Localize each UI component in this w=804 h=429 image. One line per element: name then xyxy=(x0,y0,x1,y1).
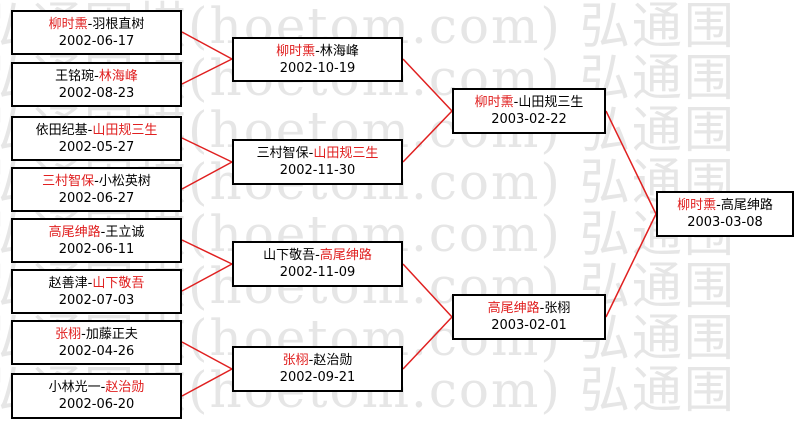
match-box: 小林光一-赵治勋 2002-06-20 xyxy=(11,373,182,419)
connector-line xyxy=(402,263,453,318)
player-2: 高尾绅路 xyxy=(319,248,372,263)
player-1: 高尾绅路 xyxy=(487,301,540,316)
match-players: 柳时熏-高尾绅路 xyxy=(677,198,773,213)
final-match-box: 柳时熏-高尾绅路 2003-03-08 xyxy=(656,191,794,237)
player-2: 羽根直树 xyxy=(92,16,145,32)
match-date: 2002-06-11 xyxy=(58,241,135,257)
match-box: 张栩-赵治勋 2002-09-21 xyxy=(232,346,403,392)
player-2: 山田规三生 xyxy=(313,146,379,161)
match-box: 高尾绅路-王立诚 2002-06-11 xyxy=(11,218,182,263)
player-2: 张栩 xyxy=(544,301,571,316)
match-players: 柳时熏-林海峰 xyxy=(276,43,359,59)
player-2: 林海峰 xyxy=(98,68,138,84)
match-box: 高尾绅路-张栩 2003-02-01 xyxy=(452,294,606,340)
match-players: 高尾绅路-王立诚 xyxy=(48,224,145,240)
player-2: 赵治勋 xyxy=(105,380,145,395)
match-players: 小林光一-赵治勋 xyxy=(48,380,145,395)
connector-line xyxy=(402,110,453,163)
match-box: 山下敬吾-高尾绅路 2002-11-09 xyxy=(232,241,403,287)
match-players: 依田纪基-山田规三生 xyxy=(35,122,158,138)
connector-line xyxy=(181,58,233,85)
connector-line xyxy=(181,341,233,370)
match-players: 柳时熏-山田规三生 xyxy=(474,95,584,110)
match-players: 三村智保-小松英树 xyxy=(42,173,151,189)
player-2: 赵治勋 xyxy=(313,353,353,368)
match-box: 张栩-加藤正夫 2002-04-26 xyxy=(11,320,182,365)
connector-line xyxy=(181,368,233,397)
match-date: 2002-06-20 xyxy=(58,397,135,412)
player-1: 三村智保 xyxy=(256,146,309,161)
connector-line xyxy=(402,316,453,370)
match-date: 2003-03-08 xyxy=(687,215,763,230)
player-2: 高尾绅路 xyxy=(720,198,773,213)
player-1: 张栩 xyxy=(282,353,309,368)
player-2: 山田规三生 xyxy=(92,122,158,138)
match-box: 柳时熏-林海峰 2002-10-19 xyxy=(232,37,403,82)
connector-line xyxy=(181,161,233,190)
match-players: 王铭琬-林海峰 xyxy=(55,68,138,84)
player-2: 山下敬吾 xyxy=(92,275,145,291)
match-date: 2003-02-01 xyxy=(491,318,567,333)
match-players: 赵善津-山下敬吾 xyxy=(48,275,145,291)
match-box: 依田纪基-山田规三生 2002-05-27 xyxy=(11,116,182,161)
player-1: 柳时熏 xyxy=(276,43,316,59)
match-date: 2002-06-17 xyxy=(58,33,135,49)
match-date: 2002-06-27 xyxy=(58,190,135,206)
player-1: 三村智保 xyxy=(42,173,95,189)
connector-line xyxy=(181,263,233,292)
player-1: 小林光一 xyxy=(48,380,101,395)
player-1: 赵善津 xyxy=(48,275,88,291)
match-box: 柳时熏-羽根直树 2002-06-17 xyxy=(11,10,182,55)
match-players: 张栩-赵治勋 xyxy=(282,353,353,368)
match-date: 2002-05-27 xyxy=(58,139,135,155)
match-date: 2002-11-30 xyxy=(279,163,356,178)
match-box: 三村智保-小松英树 2002-06-27 xyxy=(11,167,182,212)
match-players: 三村智保-山田规三生 xyxy=(256,146,379,161)
player-2: 小松英树 xyxy=(98,173,151,189)
connector-group xyxy=(181,31,657,397)
match-players: 张栩-加藤正夫 xyxy=(55,326,138,342)
connector-line xyxy=(402,58,453,112)
connector-line xyxy=(605,110,657,215)
player-1: 柳时熏 xyxy=(677,198,717,213)
match-date: 2002-04-26 xyxy=(58,343,135,359)
match-date: 2002-09-21 xyxy=(279,370,356,385)
player-1: 王铭琬 xyxy=(55,68,95,84)
player-2: 山田规三生 xyxy=(518,95,584,110)
match-players: 柳时熏-羽根直树 xyxy=(48,16,145,32)
match-players: 高尾绅路-张栩 xyxy=(487,301,571,316)
match-players: 山下敬吾-高尾绅路 xyxy=(263,248,372,263)
connector-line xyxy=(181,137,233,163)
player-1: 张栩 xyxy=(55,326,82,342)
match-box: 柳时熏-山田规三生 2003-02-22 xyxy=(452,88,606,134)
player-2: 王立诚 xyxy=(105,224,145,240)
connector-line xyxy=(605,213,657,318)
match-box: 王铭琬-林海峰 2002-08-23 xyxy=(11,62,182,107)
match-date: 2002-10-19 xyxy=(279,60,356,76)
match-date: 2002-11-09 xyxy=(279,265,356,280)
match-date: 2002-07-03 xyxy=(58,292,135,308)
match-date: 2003-02-22 xyxy=(491,112,567,127)
player-1: 依田纪基 xyxy=(35,122,88,138)
player-1: 柳时熏 xyxy=(48,16,88,32)
player-2: 林海峰 xyxy=(319,43,359,59)
player-1: 高尾绅路 xyxy=(48,224,101,240)
connector-line xyxy=(181,31,233,60)
player-1: 柳时熏 xyxy=(474,95,514,110)
match-date: 2002-08-23 xyxy=(58,85,135,101)
match-box: 三村智保-山田规三生 2002-11-30 xyxy=(232,139,403,185)
player-2: 加藤正夫 xyxy=(85,326,138,342)
player-1: 山下敬吾 xyxy=(263,248,316,263)
connector-line xyxy=(181,239,233,265)
match-box: 赵善津-山下敬吾 2002-07-03 xyxy=(11,269,182,314)
